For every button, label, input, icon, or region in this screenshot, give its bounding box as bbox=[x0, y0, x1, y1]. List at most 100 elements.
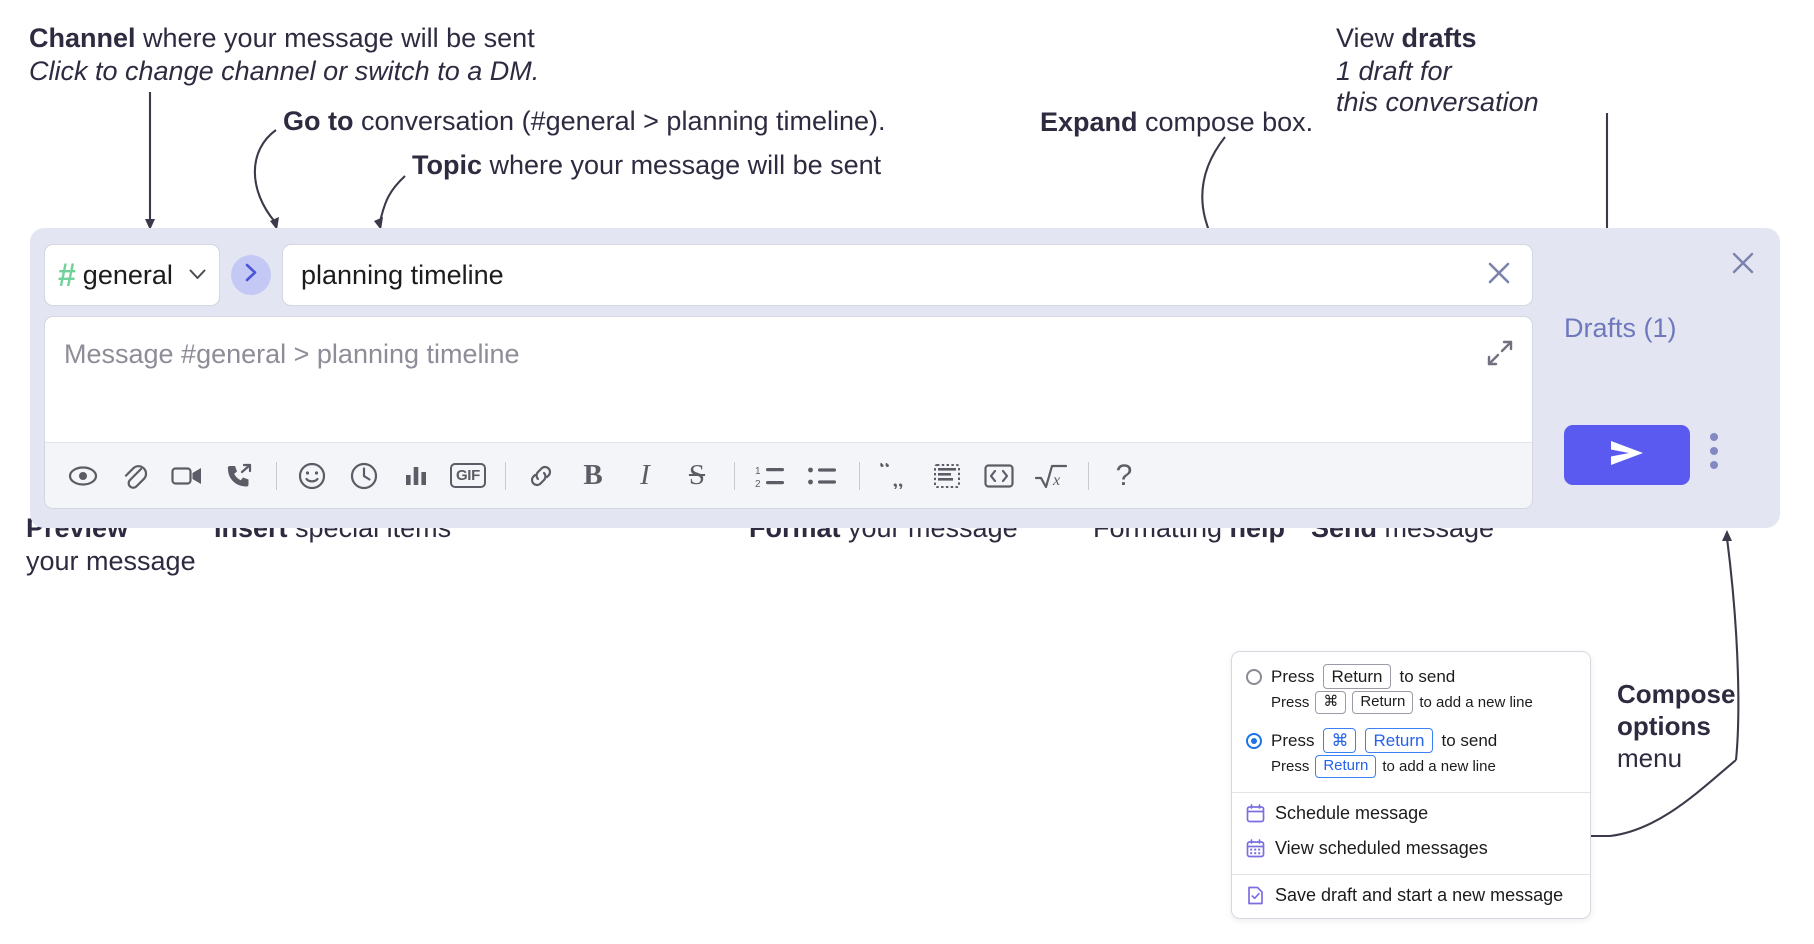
annotation-drafts: View drafts bbox=[1336, 22, 1477, 55]
annotation-channel-sub: Click to change channel or switch to a D… bbox=[29, 55, 539, 88]
math-button[interactable]: x bbox=[1029, 454, 1073, 498]
emoji-button[interactable] bbox=[290, 454, 334, 498]
compose-header-row: # general planning timeline bbox=[44, 244, 1533, 306]
reminder-button[interactable] bbox=[342, 454, 386, 498]
compose-panel: # general planning timeline Message #gen… bbox=[30, 228, 1780, 528]
chevron-right-icon bbox=[245, 263, 258, 288]
send-button[interactable] bbox=[1564, 425, 1690, 485]
compose-right-rail: Drafts (1) bbox=[1550, 228, 1780, 528]
strikethrough-label: S bbox=[688, 459, 706, 491]
link-button[interactable] bbox=[519, 454, 563, 498]
topic-value: planning timeline bbox=[301, 259, 504, 290]
svg-text:x: x bbox=[1052, 472, 1060, 489]
question-mark-icon: ? bbox=[1115, 458, 1133, 492]
menu-item-schedule-message[interactable]: Schedule message bbox=[1232, 793, 1590, 831]
poll-button[interactable] bbox=[394, 454, 438, 498]
bulleted-list-button[interactable] bbox=[800, 454, 844, 498]
annotation-compose-options-3: menu bbox=[1617, 743, 1682, 775]
annotation-drafts-bold: drafts bbox=[1401, 23, 1477, 53]
annotation-drafts-lead: View bbox=[1336, 23, 1402, 53]
compose-inner: # general planning timeline Message #gen… bbox=[44, 244, 1533, 509]
divider-2 bbox=[505, 461, 506, 490]
radio-option-sub-2: Press Return to add a new line bbox=[1232, 754, 1590, 784]
menu-divider-1 bbox=[1232, 792, 1590, 793]
annotation-channel-bold: Channel bbox=[29, 23, 136, 53]
message-placeholder: Message #general > planning timeline bbox=[64, 339, 520, 369]
key-chip-return: Return bbox=[1352, 691, 1414, 714]
blockquote-button[interactable]: “„ bbox=[873, 454, 917, 498]
radio-button[interactable] bbox=[1246, 668, 1262, 685]
calendar-grid-icon bbox=[1246, 839, 1265, 858]
channel-name-label: general bbox=[82, 259, 173, 290]
goto-conversation-button[interactable] bbox=[231, 255, 271, 295]
annotation-goto-bold: Go to bbox=[283, 106, 354, 136]
key-chip-return: Return bbox=[1323, 664, 1391, 690]
svg-text:„: „ bbox=[892, 463, 904, 489]
menu-item-save-draft[interactable]: Save draft and start a new message bbox=[1232, 875, 1590, 918]
code-block-button[interactable] bbox=[925, 454, 969, 498]
radio-option-return-to-send[interactable]: Press Return to send bbox=[1232, 662, 1590, 690]
kebab-dot-1 bbox=[1710, 433, 1718, 441]
radio-option-post: to send bbox=[1441, 730, 1498, 750]
audio-clip-button[interactable] bbox=[217, 454, 261, 498]
close-icon[interactable] bbox=[1728, 248, 1758, 283]
svg-text:2: 2 bbox=[755, 479, 761, 489]
annotation-compose-options-rest: menu bbox=[1617, 743, 1683, 773]
annotation-compose-options-bold-2: options bbox=[1617, 711, 1711, 741]
document-check-icon bbox=[1246, 886, 1265, 905]
calendar-clock-icon bbox=[1246, 804, 1265, 823]
radio-option-post: to send bbox=[1399, 666, 1456, 686]
annotation-drafts-italic-2: this conversation bbox=[1336, 87, 1539, 117]
annotation-compose-options-2: options bbox=[1617, 711, 1711, 743]
annotation-channel-italic: Click to change channel or switch to a D… bbox=[29, 56, 540, 86]
key-chip-command: ⌘ bbox=[1323, 728, 1357, 754]
annotation-topic-rest: where your message will be sent bbox=[482, 150, 882, 180]
annotation-compose-options-1: Compose bbox=[1617, 679, 1735, 711]
annotation-drafts-sub2: this conversation bbox=[1336, 86, 1539, 119]
chevron-down-icon bbox=[189, 267, 206, 284]
gif-button[interactable]: GIF bbox=[446, 454, 490, 498]
annotation-goto-rest: conversation (#general > planning timeli… bbox=[353, 106, 886, 136]
inline-code-button[interactable] bbox=[977, 454, 1021, 498]
message-input-box[interactable]: Message #general > planning timeline bbox=[44, 316, 1533, 509]
bold-label: B bbox=[583, 459, 603, 491]
annotation-channel: Channel where your message will be sent bbox=[29, 22, 535, 55]
attach-button[interactable] bbox=[113, 454, 157, 498]
divider-1 bbox=[276, 461, 277, 490]
send-paper-plane-icon bbox=[1607, 438, 1647, 473]
channel-picker[interactable]: # general bbox=[44, 244, 220, 306]
italic-button[interactable]: I bbox=[623, 454, 667, 498]
annotation-drafts-italic-1: 1 draft for bbox=[1336, 56, 1452, 86]
annotation-compose-options-bold-1: Compose bbox=[1617, 679, 1736, 709]
hash-icon: # bbox=[58, 257, 76, 293]
topic-input[interactable]: planning timeline bbox=[282, 244, 1533, 306]
annotation-expand-rest: compose box. bbox=[1137, 107, 1314, 137]
kebab-dot-2 bbox=[1710, 447, 1718, 455]
close-icon[interactable] bbox=[1484, 258, 1514, 293]
annotation-preview-sub: your message bbox=[26, 545, 196, 578]
preview-button[interactable] bbox=[61, 454, 105, 498]
drafts-link[interactable]: Drafts (1) bbox=[1564, 313, 1677, 343]
formatting-help-button[interactable]: ? bbox=[1102, 454, 1146, 498]
radio-button[interactable] bbox=[1246, 732, 1262, 749]
menu-item-label: Schedule message bbox=[1275, 803, 1429, 823]
annotation-expand: Expand compose box. bbox=[1040, 106, 1313, 139]
strikethrough-button[interactable]: S bbox=[675, 454, 719, 498]
video-clip-button[interactable] bbox=[165, 454, 209, 498]
svg-text:1: 1 bbox=[755, 466, 761, 477]
radio-option-cmd-return-to-send[interactable]: Press ⌘ Return to send bbox=[1232, 726, 1590, 754]
key-chip-return: Return bbox=[1315, 755, 1377, 778]
annotation-topic-bold: Topic bbox=[412, 150, 482, 180]
key-chip-command: ⌘ bbox=[1315, 691, 1347, 714]
sub-post: to add a new line bbox=[1382, 758, 1496, 776]
bold-button[interactable]: B bbox=[571, 454, 615, 498]
annotation-expand-bold: Expand bbox=[1040, 107, 1138, 137]
expand-diagonal-icon[interactable] bbox=[1486, 339, 1514, 367]
more-vertical-icon[interactable] bbox=[1710, 433, 1718, 469]
menu-item-label: Save draft and start a new message bbox=[1275, 885, 1564, 905]
radio-option-pre: Press bbox=[1271, 730, 1315, 750]
annotation-goto: Go to conversation (#general > planning … bbox=[283, 105, 886, 138]
divider-3 bbox=[734, 461, 735, 490]
menu-item-view-scheduled-messages[interactable]: View scheduled messages bbox=[1232, 831, 1590, 866]
